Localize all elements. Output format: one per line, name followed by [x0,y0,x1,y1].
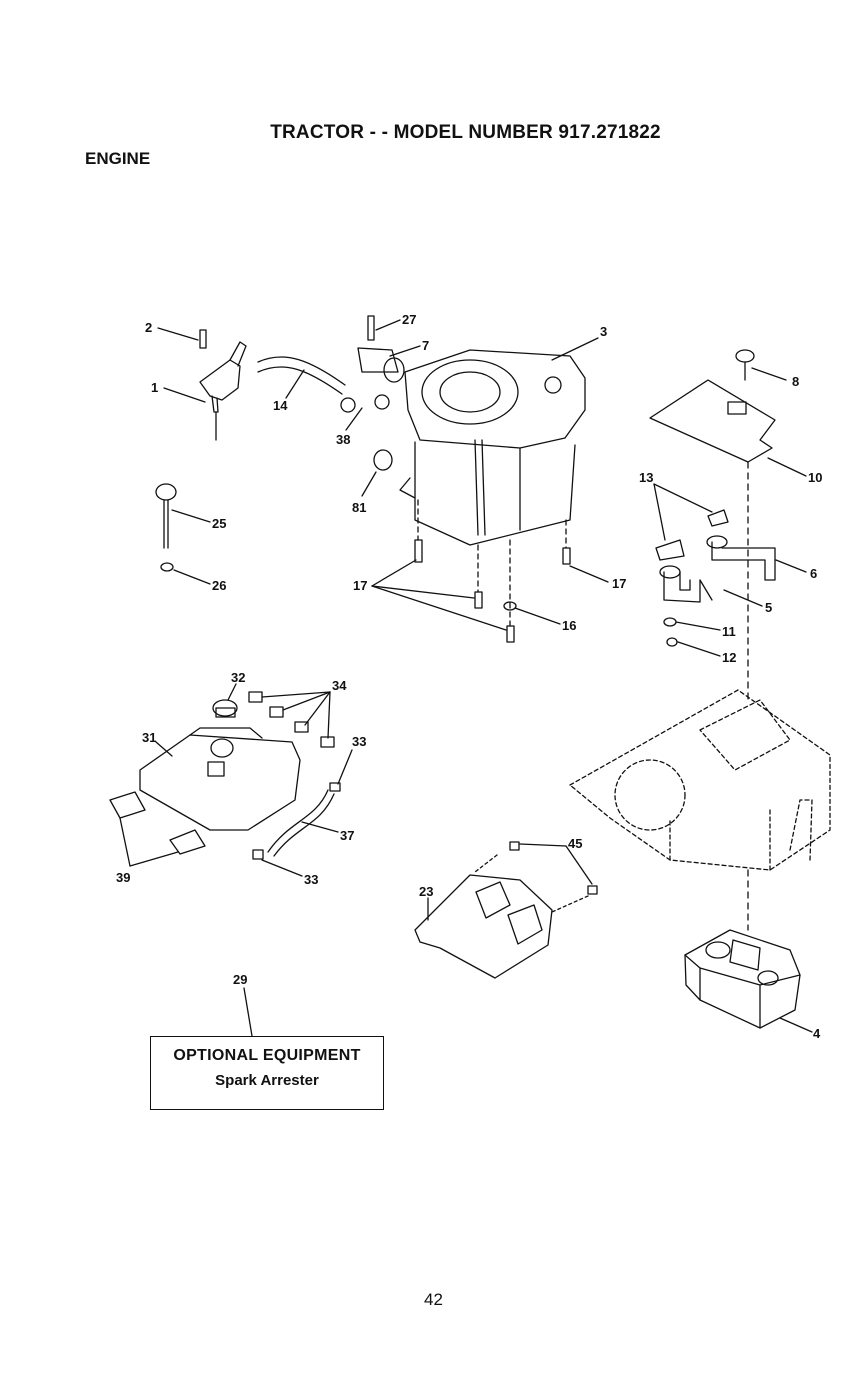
spark-arrester-part [110,692,340,859]
callout-7: 7 [422,338,429,353]
leader-line-10 [768,458,806,476]
callout-26: 26 [212,578,226,593]
callout-16: 16 [562,618,576,633]
leader-line-27 [376,320,400,330]
leader-line-8 [752,368,786,380]
leader-line-38 [346,408,362,430]
callout-17-right: 17 [612,576,626,591]
callout-1: 1 [151,380,158,395]
knob-part [156,484,176,571]
callout-33-lower: 33 [304,872,318,887]
muffler-shield-part [650,350,775,700]
callout-13: 13 [639,470,653,485]
callout-32: 32 [231,670,245,685]
callout-12: 12 [722,650,736,665]
engine-block-part [374,350,585,545]
callout-2: 2 [145,320,152,335]
leader-line-37 [302,822,338,832]
callout-45: 45 [568,836,582,851]
frame-part [570,690,830,870]
optional-equipment-heading: OPTIONAL EQUIPMENT [151,1047,383,1065]
callout-81: 81 [352,500,366,515]
leader-line-14 [286,370,304,398]
throttle-control-part [200,330,246,440]
leader-line-12 [678,642,720,656]
callout-34: 34 [332,678,347,693]
callout-14: 14 [273,398,288,413]
muffler-part [685,870,800,1028]
callout-6: 6 [810,566,817,581]
callout-39: 39 [116,870,130,885]
callout-11: 11 [722,624,736,639]
optional-equipment-box: OPTIONAL EQUIPMENT Spark Arrester [150,1036,384,1110]
leader-lines-34 [262,692,330,738]
leader-line-26 [174,570,210,584]
callout-10: 10 [808,470,822,485]
leader-lines-39 [120,818,178,866]
callout-38: 38 [336,432,350,447]
leader-line-3 [552,338,598,360]
callout-29: 29 [233,972,247,987]
bolts-17-part [415,500,570,642]
callout-8: 8 [792,374,799,389]
callout-17-left: 17 [353,578,367,593]
leader-line-1 [164,388,205,402]
leader-line-29 [244,988,252,1036]
optional-equipment-item: Spark Arrester [151,1072,383,1089]
callout-33-upper: 33 [352,734,366,749]
exhaust-pipes-part [656,510,775,646]
callout-4: 4 [813,1026,821,1041]
leader-line-32 [228,684,236,700]
callout-31: 31 [142,730,156,745]
callout-5: 5 [765,600,772,615]
page-number: 42 [0,1290,867,1310]
leader-line-16 [515,608,560,624]
callout-37: 37 [340,828,354,843]
fuel-line-part [258,357,345,394]
leader-line-25 [172,510,210,522]
clamp-part [341,316,404,412]
callout-27: 27 [402,312,416,327]
callout-23: 23 [419,884,433,899]
leader-line-33a [338,750,352,784]
leader-line-33b [262,860,302,876]
leader-line-6 [776,560,806,572]
callout-25: 25 [212,516,226,531]
leader-line-7 [390,346,420,356]
leader-line-81 [362,472,376,496]
leader-line-5 [724,590,762,606]
leader-line-2 [158,328,198,340]
leader-lines-13 [654,484,712,540]
leader-line-4 [780,1018,812,1032]
heat-shield-part [415,842,597,978]
leader-line-11 [676,622,720,630]
callout-3: 3 [600,324,607,339]
